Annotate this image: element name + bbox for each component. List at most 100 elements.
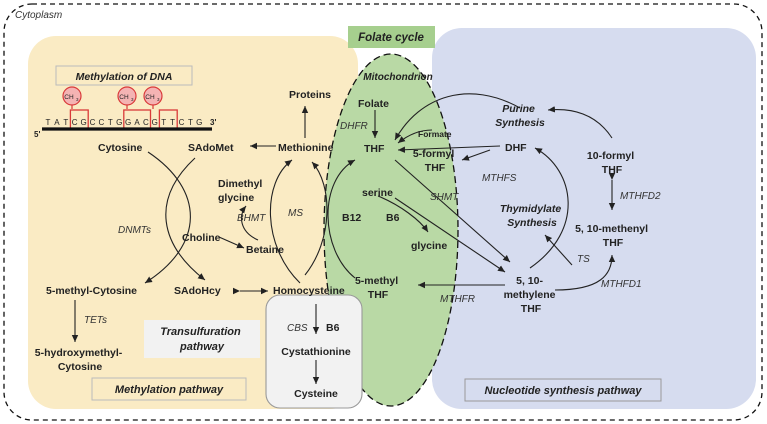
cytosine-label: Cytosine xyxy=(98,142,143,154)
transsulfuration-box xyxy=(144,320,260,358)
arrow-dhf-thf xyxy=(397,145,501,153)
methylation-of-dna-box xyxy=(55,65,193,86)
formate-label: Formate xyxy=(418,129,452,139)
methylenethf-label: 5, 10- methylene THF xyxy=(504,275,559,315)
arrow-methylthf-thf xyxy=(327,159,356,279)
dna-base: C xyxy=(143,118,149,127)
folate-cycle-label: Folate cycle xyxy=(358,32,424,44)
cysteine-label: Cysteine xyxy=(294,388,338,400)
dna-base: G xyxy=(152,118,158,127)
dna-base: A xyxy=(54,118,60,127)
arrow-cytosine-methylcytosine xyxy=(144,151,191,284)
arrow-mthfs xyxy=(461,149,491,161)
enzyme-cbs: CBS xyxy=(287,323,308,334)
svg-text:3: 3 xyxy=(76,97,79,102)
serine-label: serine xyxy=(362,187,393,199)
arrow-betaine-dimethylglycine xyxy=(239,205,259,241)
thymidylate-label: Thymidylate Synthesis xyxy=(500,203,564,229)
enzyme-mthfd2: MTHFD2 xyxy=(620,191,661,202)
dna-base: G xyxy=(125,118,131,127)
methionine-label: Methionine xyxy=(278,142,334,154)
svg-text:CH: CH xyxy=(119,94,129,101)
methenylthf-label: 5, 10-methenyl THF xyxy=(575,223,651,249)
folate-cycle-header xyxy=(348,26,435,48)
dna-base: G xyxy=(80,118,86,127)
hydroxymethylcytosine-label: 5-hydroxymethyl- Cytosine xyxy=(35,347,125,373)
sadohcy-label: SAdoHcy xyxy=(174,285,221,297)
dna-base: C xyxy=(179,118,185,127)
cystathionine-label: Cystathionine xyxy=(281,346,351,358)
arrow-formate-thf xyxy=(397,129,433,144)
b12-label: B12 xyxy=(342,212,361,224)
cbs-box xyxy=(265,294,363,409)
methyl-group: CH 3 xyxy=(117,86,137,109)
mitochondrion-label: Mitochondrion xyxy=(363,72,432,83)
choline-label: Choline xyxy=(182,232,221,244)
arrow-ts xyxy=(544,234,573,266)
fivemethylthf-label: 5-methyl THF xyxy=(355,275,401,301)
methylation-pathway-box xyxy=(91,377,247,401)
fiveformylthf-label: 5-formyl THF xyxy=(413,148,457,174)
dna-base: C xyxy=(90,118,96,127)
nucleotide-pathway-label: Nucleotide synthesis pathway xyxy=(484,385,642,397)
arrow-serine-methylene xyxy=(394,197,506,273)
enzyme-dhfr: DHFR xyxy=(340,121,368,132)
dimethylglycine-label: Dimethyl glycine xyxy=(218,178,265,204)
nucleotide-region xyxy=(432,28,756,409)
svg-text:3: 3 xyxy=(157,97,160,102)
methyl-group: CH 3 xyxy=(62,86,82,109)
enzyme-tets: TETs xyxy=(84,315,107,326)
enzyme-mthfs: MTHFS xyxy=(482,173,517,184)
dhf-label: DHF xyxy=(505,142,527,154)
dna-five-prime: 5' xyxy=(34,130,40,139)
svg-text:CH: CH xyxy=(145,94,155,101)
transsulfuration-label: Transulfuration pathway xyxy=(160,326,244,353)
enzyme-dnmts: DNMTs xyxy=(118,225,151,236)
arrow-sadomet-sadohcy xyxy=(165,157,206,281)
cytoplasm-border xyxy=(3,3,763,421)
b6-label: B6 xyxy=(386,212,400,224)
enzyme-mthfr: MTHFR xyxy=(440,294,475,305)
purine-label: Purine Synthesis xyxy=(495,103,545,129)
arrow-purine-thf xyxy=(394,93,521,141)
methylation-of-dna-label: Methylation of DNA xyxy=(76,71,173,83)
arrow-homocysteine-methionine-ms xyxy=(269,159,301,284)
enzyme-ts: TS xyxy=(577,254,590,265)
arrow-methylene-dhf xyxy=(529,147,569,269)
dna-base: T xyxy=(108,118,113,127)
enzyme-mthfd1: MTHFD1 xyxy=(601,279,642,290)
enzyme-bhmt: BHMT xyxy=(237,213,266,224)
dna-base: T xyxy=(63,118,68,127)
homocysteine-label: Homocysteine xyxy=(273,285,345,297)
tenformylthf-label: 10-formyl THF xyxy=(587,150,637,176)
arrow-formyl-purine xyxy=(547,106,613,139)
cbs-b6-label: B6 xyxy=(326,322,340,334)
dna-base: T xyxy=(46,118,51,127)
dna-base: T xyxy=(170,118,175,127)
methyl-group: CH 3 xyxy=(143,86,163,109)
thf-label: THF xyxy=(364,143,385,155)
betaine-label: Betaine xyxy=(246,244,284,256)
dna-three-prime: 3' xyxy=(210,118,216,127)
arrow-choline-betaine xyxy=(218,236,245,249)
dna-base: C xyxy=(99,118,105,127)
dna-base: G xyxy=(196,118,202,127)
arrow-mthfd1 xyxy=(554,254,616,291)
arrow-serine-glycine xyxy=(377,195,429,233)
dna-base: T xyxy=(188,118,193,127)
methylation-pathway-label: Methylation pathway xyxy=(115,384,224,396)
dna-base: A xyxy=(134,118,140,127)
dna-base: C xyxy=(72,118,78,127)
methylcytosine-label: 5-methyl-Cytosine xyxy=(46,285,137,297)
cytoplasm-label: Cytoplasm xyxy=(15,10,62,21)
svg-text:CH: CH xyxy=(64,94,74,101)
folate-label: Folate xyxy=(358,98,389,110)
proteins-label: Proteins xyxy=(289,89,331,101)
arrow-thf-methylene xyxy=(394,159,511,263)
svg-text:3: 3 xyxy=(131,97,134,102)
dna-base: G xyxy=(116,118,122,127)
arrow-ms-right xyxy=(304,161,328,276)
sadomet-label: SAdoMet xyxy=(188,142,234,154)
